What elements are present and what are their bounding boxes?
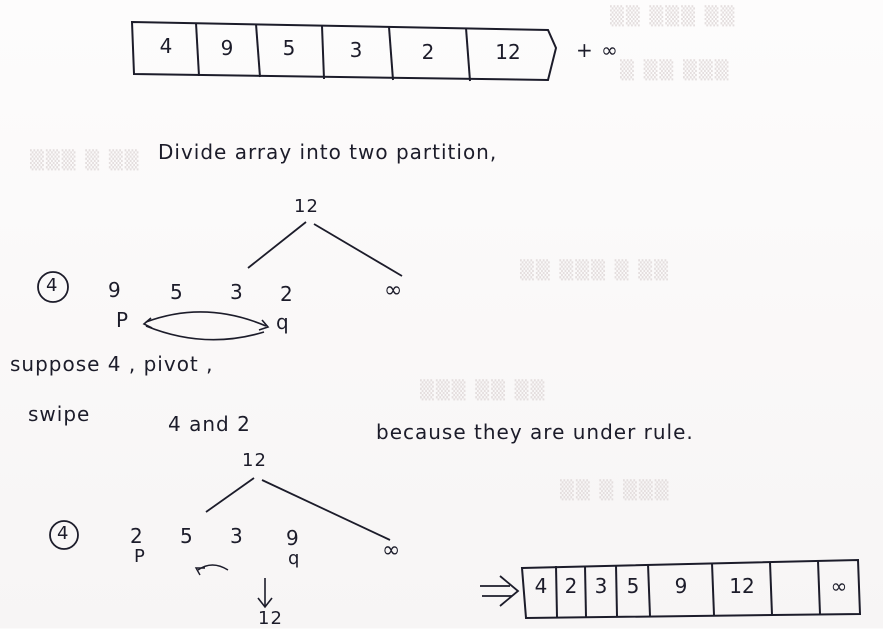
top-array-cell: 4 — [159, 34, 173, 58]
mini-swap — [194, 564, 229, 576]
top-array-cell: 9 — [220, 36, 234, 60]
swap-arrows — [142, 311, 270, 341]
tree2-root: 12 — [242, 450, 267, 471]
bottom-array-box — [520, 558, 862, 620]
pointer-p: P — [134, 546, 146, 567]
bleed-through-text: ▒▒▒ ▒▒ ▒▒ — [420, 380, 547, 401]
bleed-through-text: ▒▒▒ ▒ ▒▒ — [30, 150, 141, 171]
tree2-value: 3 — [230, 524, 244, 548]
bottom-array-cell: ∞ — [830, 574, 848, 598]
pointer-q: q — [288, 548, 301, 569]
instruction-pivot: suppose 4 , pivot , — [10, 352, 214, 376]
tree2-pivot: 4 — [57, 523, 70, 544]
tree2-value: 5 — [180, 524, 194, 548]
bleed-through-text: ▒▒ ▒▒▒ ▒ ▒▒ — [520, 260, 670, 281]
top-array-cell: 5 — [282, 36, 296, 60]
tree2-value: 2 — [130, 524, 144, 548]
bottom-array-cell: 4 — [534, 574, 548, 598]
tree1-branches — [247, 221, 403, 277]
tree2-branches — [205, 477, 391, 541]
pivot-circle — [49, 520, 79, 550]
tree1-value: 3 — [230, 280, 244, 304]
top-array-cell: 2 — [421, 40, 435, 64]
tree2-value: 9 — [286, 526, 300, 550]
instruction-swipe: swipe — [28, 402, 91, 426]
bleed-through-text: ▒▒ ▒▒▒ ▒▒ — [610, 6, 737, 27]
tree1-root: 12 — [294, 196, 319, 217]
pivot-circle — [37, 271, 69, 303]
tree1-value: 2 — [280, 282, 294, 306]
tree1-value: 9 — [108, 278, 122, 302]
bottom-array-cell: 2 — [564, 574, 578, 598]
tree2-below-value: 12 — [258, 608, 283, 629]
bottom-array-cell: 12 — [729, 574, 755, 598]
tree2-right-infinity: ∞ — [382, 538, 402, 563]
pointer-q: q — [276, 310, 290, 334]
implies-arrow — [480, 575, 520, 607]
tree1-right-infinity: ∞ — [384, 278, 404, 303]
bleed-through-text: ▒ ▒▒ ▒▒▒ — [620, 60, 731, 81]
bottom-array-cell: 9 — [674, 574, 688, 598]
bottom-array-cell: 3 — [594, 574, 608, 598]
down-arrow — [257, 578, 273, 609]
instruction-divide: Divide array into two partition, — [158, 140, 498, 164]
top-array-cell: 12 — [495, 40, 521, 64]
pointer-p: P — [116, 308, 130, 332]
top-array-box — [130, 20, 558, 82]
tree1-pivot: 4 — [46, 275, 59, 296]
tree1-value: 5 — [170, 280, 184, 304]
top-array-cell: 3 — [349, 38, 363, 62]
bleed-through-text: ▒▒ ▒ ▒▒▒ — [560, 480, 671, 501]
bottom-array-cell: 5 — [626, 574, 640, 598]
infinity-suffix: + ∞ — [576, 38, 619, 62]
instruction-reason: because they are under rule. — [376, 420, 694, 444]
instruction-swipe-values: 4 and 2 — [168, 412, 251, 436]
